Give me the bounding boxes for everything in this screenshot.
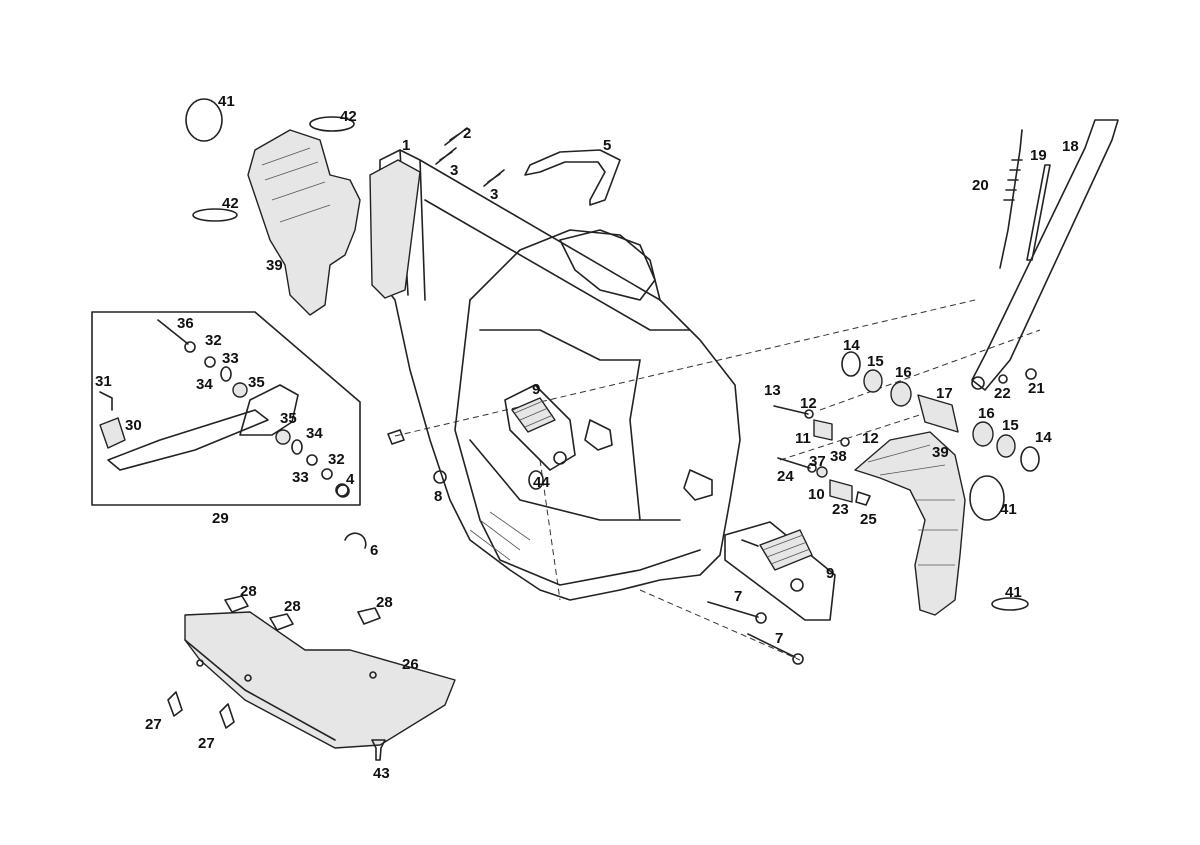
label-26: 26 xyxy=(402,656,419,673)
label-1: 1 xyxy=(402,137,410,154)
label-21: 21 xyxy=(1028,380,1045,397)
label-41: 41 xyxy=(1005,584,1022,601)
main-frame xyxy=(369,149,741,601)
label-24: 24 xyxy=(777,468,794,485)
label-14: 14 xyxy=(1035,429,1052,446)
label-28: 28 xyxy=(284,598,301,615)
label-23: 23 xyxy=(832,501,849,518)
label-20: 20 xyxy=(972,177,989,194)
label-17: 17 xyxy=(936,385,953,402)
part-5-tube xyxy=(524,149,621,206)
label-34: 34 xyxy=(196,376,213,393)
label-38: 38 xyxy=(830,448,847,465)
label-33: 33 xyxy=(222,350,239,367)
footpeg-right xyxy=(724,521,836,621)
label-28: 28 xyxy=(240,583,257,600)
label-31: 31 xyxy=(95,373,112,390)
parts-2-3-pins xyxy=(435,127,505,187)
label-16: 16 xyxy=(978,405,995,422)
label-9: 9 xyxy=(826,565,834,582)
label-15: 15 xyxy=(867,353,884,370)
label-25: 25 xyxy=(860,511,877,528)
label-14: 14 xyxy=(843,337,860,354)
label-12: 12 xyxy=(862,430,879,447)
label-8: 8 xyxy=(434,488,442,505)
label-3: 3 xyxy=(450,162,458,179)
label-7: 7 xyxy=(775,630,783,647)
label-39: 39 xyxy=(266,257,283,274)
label-29: 29 xyxy=(212,510,229,527)
frame-guard-left xyxy=(185,98,361,316)
label-32: 32 xyxy=(328,451,345,468)
label-7: 7 xyxy=(734,588,742,605)
label-30: 30 xyxy=(125,417,142,434)
label-34: 34 xyxy=(306,425,323,442)
label-32: 32 xyxy=(205,332,222,349)
label-41: 41 xyxy=(1000,501,1017,518)
label-2: 2 xyxy=(463,125,471,142)
label-35: 35 xyxy=(280,410,297,427)
footpeg-left xyxy=(504,384,576,490)
label-27: 27 xyxy=(198,735,215,752)
label-41: 41 xyxy=(218,93,235,110)
label-12: 12 xyxy=(800,395,817,412)
label-36: 36 xyxy=(177,315,194,332)
skid-plate xyxy=(167,595,456,761)
label-9: 9 xyxy=(532,381,540,398)
footpeg-mounting xyxy=(777,457,871,506)
label-42: 42 xyxy=(340,108,357,125)
side-stand-assembly xyxy=(971,119,1119,391)
label-44: 44 xyxy=(533,474,550,491)
long-bolts xyxy=(707,601,804,665)
label-10: 10 xyxy=(808,486,825,503)
label-15: 15 xyxy=(1002,417,1019,434)
label-42: 42 xyxy=(222,195,239,212)
pivot-bushing-set xyxy=(773,351,1040,472)
small-fasteners xyxy=(336,429,447,549)
part-labels: 41 42 42 39 1 2 3 3 5 20 19 18 36 32 33 … xyxy=(95,93,1079,782)
label-22: 22 xyxy=(994,385,1011,402)
label-35: 35 xyxy=(248,374,265,391)
label-18: 18 xyxy=(1062,138,1079,155)
label-43: 43 xyxy=(373,765,390,782)
label-4: 4 xyxy=(346,471,355,488)
label-27: 27 xyxy=(145,716,162,733)
label-33: 33 xyxy=(292,469,309,486)
label-11: 11 xyxy=(795,430,811,447)
label-37: 37 xyxy=(809,453,826,470)
label-28: 28 xyxy=(376,594,393,611)
label-13: 13 xyxy=(764,382,781,399)
label-39: 39 xyxy=(932,444,949,461)
brake-pedal-box xyxy=(91,311,361,506)
frame-guard-right xyxy=(854,431,1029,616)
label-3: 3 xyxy=(490,186,498,203)
label-16: 16 xyxy=(895,364,912,381)
label-5: 5 xyxy=(603,137,611,154)
label-6: 6 xyxy=(370,542,378,559)
label-19: 19 xyxy=(1030,147,1047,164)
